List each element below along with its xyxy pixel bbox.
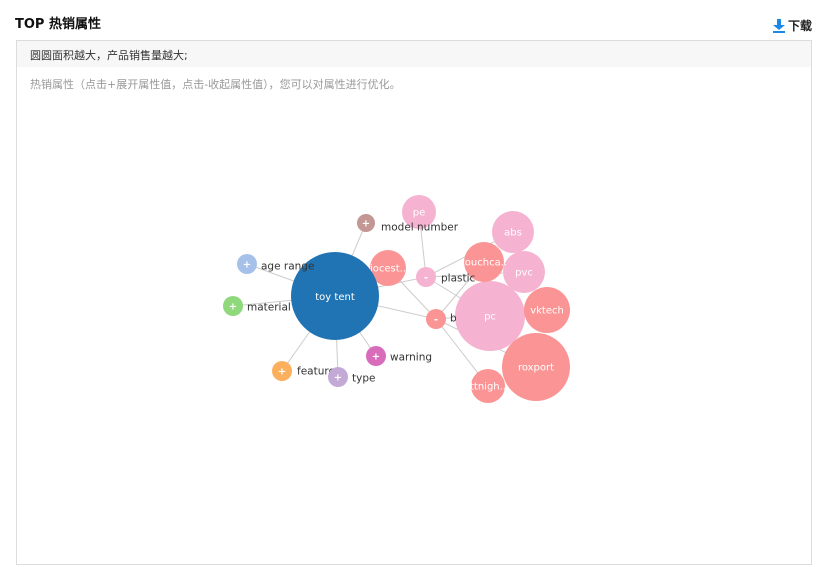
plus-icon: + (229, 302, 237, 313)
value-node[interactable]: pc (455, 281, 525, 351)
attribute-label: type (352, 373, 375, 385)
attribute-node-warning[interactable]: + warning (366, 346, 432, 366)
collapse-toggle[interactable] (426, 309, 446, 329)
value-label: touchca.. (461, 258, 507, 269)
download-icon (772, 18, 785, 33)
minus-icon: - (434, 315, 438, 326)
attribute-node-model-number[interactable]: + model number (357, 214, 459, 234)
header: TOP 热销属性 下载 (0, 0, 830, 40)
download-label: 下载 (787, 19, 812, 33)
root-bubble[interactable] (291, 252, 379, 340)
plus-icon: + (334, 373, 342, 384)
attribute-node-type[interactable]: + type (328, 367, 375, 387)
page-title: TOP 热销属性 (15, 17, 101, 32)
value-label: jocest.. (369, 264, 406, 275)
expand-toggle[interactable] (223, 296, 243, 316)
value-label: vktech (530, 306, 564, 317)
expand-toggle[interactable] (366, 346, 386, 366)
value-label: pc (484, 312, 496, 323)
expand-toggle[interactable] (237, 254, 257, 274)
value-label: pe (413, 208, 426, 219)
value-bubble[interactable] (502, 333, 570, 401)
value-node[interactable]: touchca.. (461, 242, 507, 282)
value-label: pvc (515, 268, 533, 279)
collapse-toggle[interactable] (416, 267, 436, 287)
minus-icon: - (424, 273, 428, 284)
attribute-label: b (450, 313, 457, 325)
plus-icon: + (362, 219, 370, 230)
value-bubble[interactable] (524, 287, 570, 333)
hint-text: 热销属性（点击+展开属性值，点击-收起属性值），您可以对属性进行优化。 (30, 78, 401, 91)
attribute-node-material[interactable]: + material (223, 296, 291, 316)
expand-toggle[interactable] (357, 214, 375, 232)
value-label: ttnigh.. (470, 382, 506, 393)
notice-bar: 圆圆面积越大，产品销售量越大; (17, 41, 811, 67)
value-bubble[interactable] (370, 250, 406, 286)
attribute-bubble-graph[interactable]: pe abs pvc pc jocest.. touchca.. vktech roxport… (17, 41, 811, 564)
attribute-nodes: +model number+age range+material+feature… (223, 214, 476, 387)
attribute-label: model number (381, 222, 459, 234)
value-bubble[interactable] (455, 281, 525, 351)
value-node[interactable]: ttnigh.. (470, 369, 506, 403)
attribute-label: plastic (441, 273, 476, 285)
value-bubble[interactable] (492, 211, 534, 253)
plus-icon: + (278, 367, 286, 378)
root-node[interactable]: toy tent (291, 252, 379, 340)
plus-icon: + (372, 352, 380, 363)
value-node[interactable]: vktech (524, 287, 570, 333)
notice-text: 圆圆面积越大，产品销售量越大; (30, 49, 188, 62)
value-label: abs (504, 228, 522, 239)
value-bubble[interactable] (471, 369, 505, 403)
value-bubble[interactable] (464, 242, 504, 282)
value-bubble[interactable] (402, 195, 436, 229)
value-node[interactable]: pvc (503, 251, 545, 293)
value-label: roxport (518, 363, 554, 374)
expand-toggle[interactable] (328, 367, 348, 387)
attribute-node-plastic[interactable]: - plastic (416, 267, 476, 287)
value-nodes: pe abs pvc pc jocest.. touchca.. vktech roxport… (369, 195, 570, 403)
attribute-node-brand[interactable]: -b (426, 309, 457, 329)
attribute-label: age range (261, 261, 314, 273)
attribute-label: warning (390, 352, 432, 364)
attribute-node-age-range[interactable]: + age range (237, 254, 314, 274)
root-label: toy tent (315, 292, 355, 303)
value-node[interactable]: roxport (502, 333, 570, 401)
value-node[interactable]: jocest.. (369, 250, 406, 286)
value-bubble[interactable] (503, 251, 545, 293)
hot-attributes-panel: 圆圆面积越大，产品销售量越大; 热销属性（点击+展开属性值，点击-收起属性值），… (16, 40, 812, 565)
value-node[interactable]: pe (402, 195, 436, 229)
attribute-label: material (247, 302, 291, 314)
plus-icon: + (243, 260, 251, 271)
expand-toggle[interactable] (272, 361, 292, 381)
value-node[interactable]: abs (492, 211, 534, 253)
download-button[interactable]: 下载 (772, 17, 812, 34)
